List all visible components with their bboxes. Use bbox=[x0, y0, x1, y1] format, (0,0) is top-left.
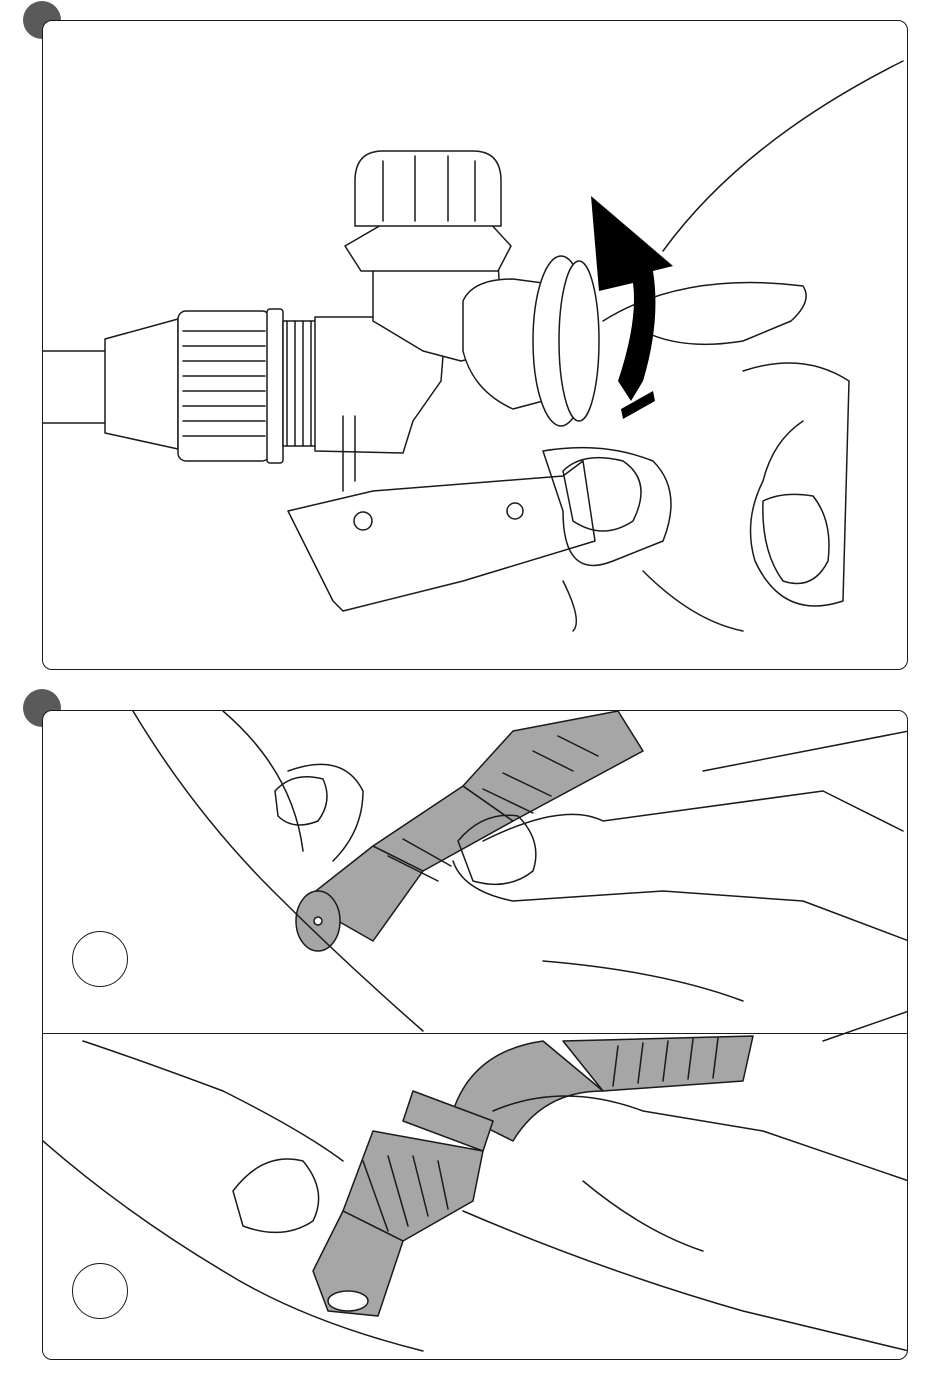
hex-nut bbox=[345, 221, 511, 271]
hose-nozzle-cone bbox=[105, 319, 178, 449]
lever-hole-2 bbox=[507, 503, 523, 519]
fingernail-upper bbox=[275, 777, 327, 825]
hose bbox=[43, 351, 105, 423]
option-b-marker bbox=[72, 1263, 128, 1319]
valve-cap bbox=[355, 151, 501, 226]
nozzle-upper bbox=[296, 711, 643, 951]
step-1-panel bbox=[42, 20, 908, 670]
step-2-illustration bbox=[43, 711, 908, 1360]
lever-plate bbox=[288, 461, 595, 611]
rotation-arrow bbox=[591, 196, 673, 401]
fingernail bbox=[763, 494, 829, 583]
nozzle-lower-outlet bbox=[328, 1291, 368, 1311]
scene-divider bbox=[42, 1033, 908, 1034]
knurled-nut bbox=[178, 311, 270, 461]
valve-side-outlet bbox=[463, 279, 543, 409]
nut-collar bbox=[267, 309, 283, 463]
lever-hole-1 bbox=[354, 512, 372, 530]
step-2-panel bbox=[42, 710, 908, 1360]
threaded-stem bbox=[283, 321, 317, 446]
rotation-arrow-tail-1 bbox=[621, 391, 655, 419]
nozzle-lower bbox=[313, 1036, 753, 1316]
option-a-marker bbox=[72, 931, 128, 987]
nozzle-upper-outlet bbox=[314, 917, 322, 925]
step-1-illustration bbox=[43, 21, 908, 670]
